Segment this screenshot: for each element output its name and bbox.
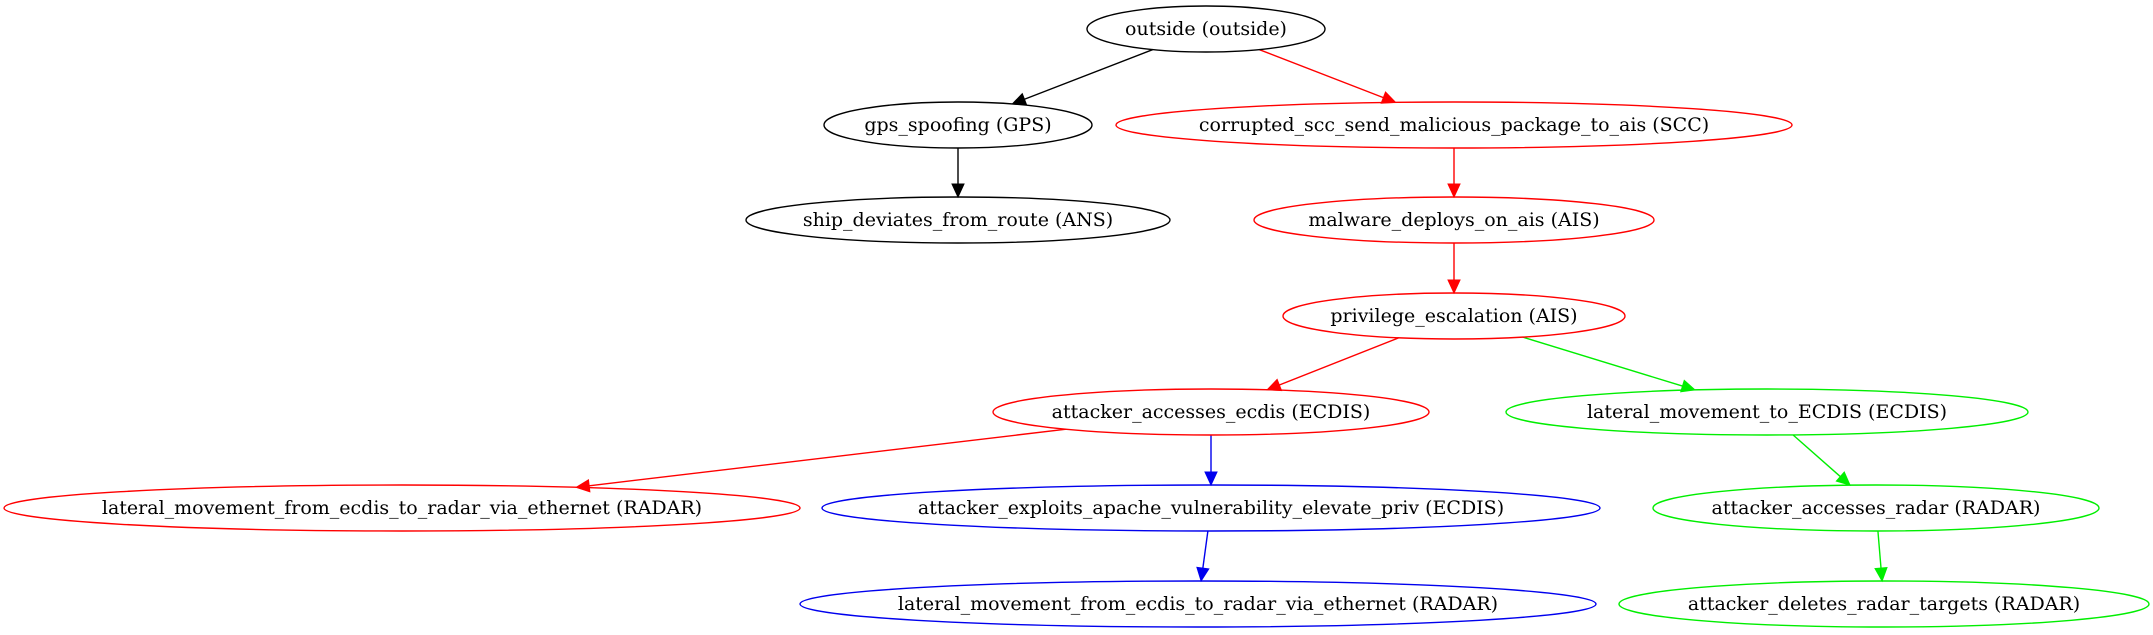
node-priv: privilege_escalation (AIS) [1282,292,1626,340]
node-latradar-blue: lateral_movement_from_ecdis_to_radar_via… [799,580,1597,628]
node-gps: gps_spoofing (GPS) [823,101,1093,149]
edge-line [1792,434,1841,478]
node-label: lateral_movement_to_ECDIS (ECDIS) [1587,401,1947,423]
node-label: attacker_accesses_radar (RADAR) [1712,497,2041,519]
node-label: attacker_accesses_ecdis (ECDIS) [1052,401,1371,423]
edge-arrowhead [575,478,591,493]
node-ellipse [1652,484,2100,532]
edge-line [1258,48,1384,99]
node-apache: attacker_exploits_apache_vulnerability_e… [821,484,1601,532]
node-ellipse [1618,580,2150,628]
node-malware: malware_deploys_on_ais (AIS) [1253,196,1655,244]
node-label: corrupted_scc_send_malicious_package_to_… [1199,114,1709,136]
edge-ecdis-to-apache [1204,435,1218,487]
edge-arrowhead [1380,91,1397,104]
edge-accradar-to-deltargets [1874,530,1888,583]
node-ellipse [3,484,801,532]
node-ellipse [745,196,1171,244]
node-label: ship_deviates_from_route (ANS) [803,209,1113,231]
edge-line [1024,48,1154,100]
node-ellipse [1086,5,1326,53]
edge-apache-to-latradar-blue [1196,530,1210,583]
node-ellipse [992,388,1430,436]
edge-line [1877,530,1882,569]
node-label: gps_spoofing (GPS) [864,114,1051,136]
node-label: outside (outside) [1125,18,1287,40]
edge-scc-to-malware [1447,148,1461,199]
edge-arrowhead [1447,279,1461,295]
node-ans: ship_deviates_from_route (ANS) [745,196,1171,244]
node-label: lateral_movement_from_ecdis_to_radar_via… [102,497,702,519]
edge-arrowhead [1447,183,1461,199]
edge-line [1202,530,1209,569]
node-deltargets: attacker_deletes_radar_targets (RADAR) [1618,580,2150,628]
node-ellipse [1282,292,1626,340]
node-scc: corrupted_scc_send_malicious_package_to_… [1115,101,1793,149]
edge-arrowhead [1204,471,1218,487]
edge-priv-to-ecdis [1266,337,1400,392]
node-ellipse [1115,101,1793,149]
edge-ecdis-to-latradar-red [575,428,1067,493]
node-label: attacker_exploits_apache_vulnerability_e… [918,497,1504,519]
node-ellipse [799,580,1597,628]
node-latradar-red: lateral_movement_from_ecdis_to_radar_via… [3,484,801,532]
node-outside: outside (outside) [1086,5,1326,53]
edge-arrowhead [1835,471,1851,486]
edge-line [1279,337,1400,386]
edge-priv-to-latecdis [1522,336,1697,393]
edge-arrowhead [1680,379,1697,393]
edge-line [589,428,1067,487]
node-ellipse [1253,196,1655,244]
edge-arrowhead [1266,378,1283,392]
edge-arrowhead [1874,566,1888,583]
node-label: lateral_movement_from_ecdis_to_radar_via… [898,593,1498,615]
node-ecdis: attacker_accesses_ecdis (ECDIS) [992,388,1430,436]
edge-arrowhead [1011,92,1028,106]
node-label: attacker_deletes_radar_targets (RADAR) [1688,593,2080,615]
edge-line [1522,336,1683,387]
edge-outside-to-gps [1011,48,1154,106]
edge-latecdis-to-accradar [1792,434,1851,486]
node-accradar: attacker_accesses_radar (RADAR) [1652,484,2100,532]
node-label: privilege_escalation (AIS) [1330,305,1577,327]
edge-outside-to-scc [1258,48,1397,104]
edge-arrowhead [951,183,965,199]
node-ellipse [823,101,1093,149]
node-label: malware_deploys_on_ais (AIS) [1308,209,1599,231]
node-ellipse [1505,388,2029,436]
nodes-layer: outside (outside) gps_spoofing (GPS) corru… [3,5,2150,628]
edge-malware-to-priv [1447,243,1461,295]
node-latecdis: lateral_movement_to_ECDIS (ECDIS) [1505,388,2029,436]
edge-arrowhead [1196,566,1210,583]
node-ellipse [821,484,1601,532]
edges-layer [575,48,1888,583]
edge-gps-to-ans [951,148,965,199]
